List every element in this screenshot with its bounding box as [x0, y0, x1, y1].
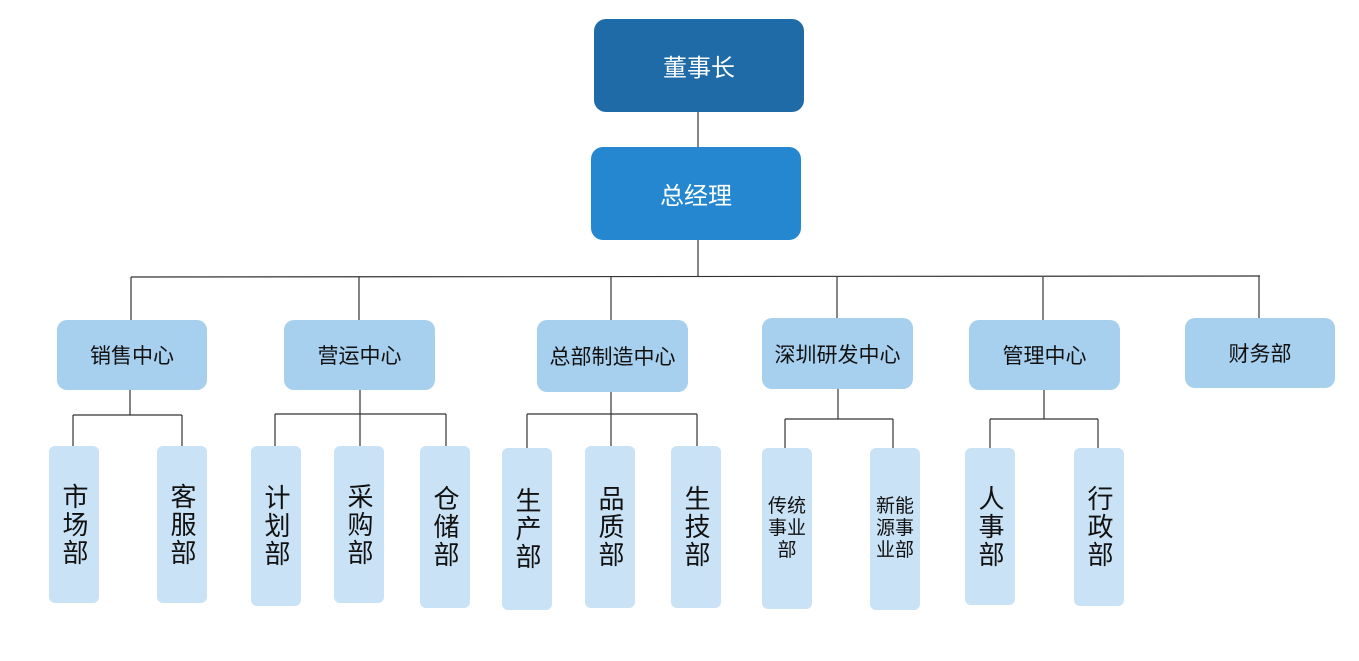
center-node-finance: 财务部: [1185, 318, 1335, 388]
dept-node-quality: 品质部: [585, 446, 635, 608]
dept-label: 品质部: [595, 485, 625, 569]
dept-label: 仓储部: [430, 485, 460, 569]
chairman-node: 董事长: [594, 19, 804, 112]
center-label: 深圳研发中心: [774, 343, 901, 367]
center-label: 财务部: [1228, 343, 1292, 366]
dept-label: 人事部: [975, 484, 1005, 569]
dept-label: 采购部: [344, 482, 374, 567]
center-node-sales: 销售中心: [57, 320, 207, 390]
connector-lines: [72, 112, 1261, 448]
dept-label: 传统事业部: [767, 495, 806, 561]
center-label: 管理中心: [1002, 345, 1087, 368]
dept-label: 客服部: [167, 482, 197, 567]
center-node-manufacturing: 总部制造中心: [537, 320, 688, 392]
dept-node-purchasing: 采购部: [334, 446, 384, 603]
dept-node-hr: 人事部: [965, 448, 1015, 605]
dept-label: 生产部: [512, 487, 542, 571]
chairman-label: 董事长: [663, 55, 735, 82]
dept-label: 新能源事业部: [875, 496, 914, 561]
dept-node-new-energy-business: 新能源事业部: [870, 448, 920, 610]
center-label: 销售中心: [90, 345, 174, 368]
center-node-operations: 营运中心: [284, 320, 435, 390]
general-manager-node: 总经理: [591, 147, 801, 240]
dept-node-administration: 行政部: [1074, 448, 1124, 606]
dept-node-market: 市场部: [49, 446, 99, 603]
dept-label: 市场部: [59, 482, 89, 567]
dept-label: 行政部: [1084, 485, 1114, 569]
dept-node-traditional-business: 传统事业部: [762, 448, 812, 609]
dept-node-planning: 计划部: [251, 446, 301, 606]
dept-node-production: 生产部: [502, 448, 552, 610]
center-label: 营运中心: [317, 345, 402, 368]
center-node-management: 管理中心: [969, 320, 1120, 390]
connector-main-bus: [130, 275, 1261, 278]
center-node-rnd: 深圳研发中心: [762, 318, 913, 389]
dept-label: 计划部: [261, 484, 291, 568]
dept-node-warehouse: 仓储部: [420, 446, 470, 608]
general-manager-label: 总经理: [660, 183, 732, 210]
dept-label: 生技部: [681, 485, 711, 569]
dept-node-customer-service: 客服部: [157, 446, 207, 603]
center-label: 总部制造中心: [549, 346, 676, 369]
dept-node-production-engineering: 生技部: [671, 446, 721, 608]
